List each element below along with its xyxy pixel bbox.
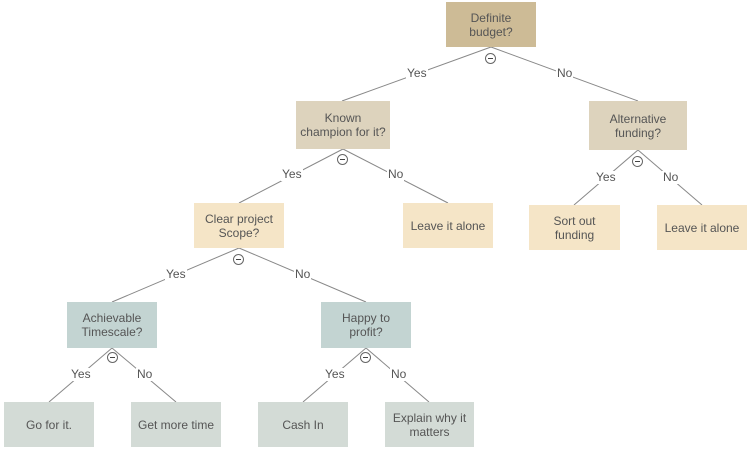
node-clear-scope[interactable]: Clear project Scope? [194, 203, 284, 248]
edge-label-funding-yes: Yes [595, 170, 617, 184]
node-explain-why[interactable]: Explain why it matters [385, 402, 474, 447]
edge-label-timescale-no: No [136, 367, 154, 381]
edge-label-budget-yes: Yes [406, 66, 428, 80]
edge-label-scope-no: No [294, 267, 312, 281]
node-sort-out-funding[interactable]: Sort out funding [529, 205, 620, 250]
node-cash-in[interactable]: Cash In [258, 402, 348, 447]
node-achievable-timescale[interactable]: Achievable Timescale? [67, 302, 157, 348]
node-get-more-time[interactable]: Get more time [131, 402, 221, 447]
edge-label-timescale-yes: Yes [70, 367, 92, 381]
edge-label-funding-no: No [662, 170, 680, 184]
edge-label-profit-no: No [390, 367, 408, 381]
node-go-for-it[interactable]: Go for it. [4, 402, 94, 447]
node-leave-alone-2[interactable]: Leave it alone [657, 205, 747, 250]
edge-label-budget-no: No [556, 66, 574, 80]
collapse-icon-champion[interactable] [337, 154, 348, 165]
node-happy-to-profit[interactable]: Happy to profit? [321, 302, 411, 348]
edge-label-scope-yes: Yes [165, 267, 187, 281]
collapse-icon-scope[interactable] [233, 254, 244, 265]
edge-label-champion-yes: Yes [281, 167, 303, 181]
node-leave-alone-1[interactable]: Leave it alone [403, 203, 493, 248]
node-known-champion[interactable]: Known champion for it? [296, 101, 390, 149]
node-alternative-funding[interactable]: Alternative funding? [589, 101, 687, 150]
collapse-icon-funding[interactable] [632, 156, 643, 167]
node-definite-budget[interactable]: Definite budget? [446, 2, 536, 47]
edge-label-profit-yes: Yes [324, 367, 346, 381]
collapse-icon-timescale[interactable] [107, 352, 118, 363]
edge-label-champion-no: No [387, 167, 405, 181]
collapse-icon-budget[interactable] [485, 53, 496, 64]
collapse-icon-profit[interactable] [360, 352, 371, 363]
